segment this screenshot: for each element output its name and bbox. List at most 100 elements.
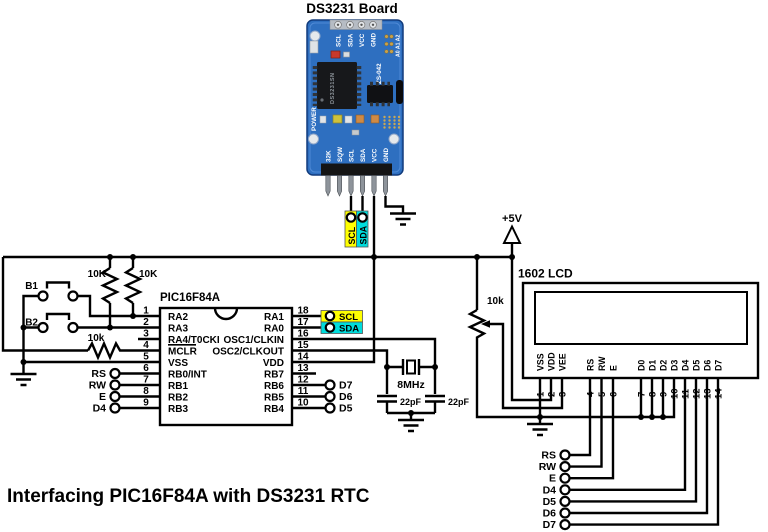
supply-arrow	[502, 224, 522, 244]
ground-symbol	[9, 372, 38, 387]
lcd-pin-number: 14	[714, 388, 725, 399]
pic-pin-number: 13	[297, 363, 309, 374]
small-component	[319, 115, 327, 124]
pic-pin-number: 6	[143, 363, 149, 374]
lcd-1602: 1602 LCD VSS VDD VEE RS RW E D0 D1 D2 D3…	[518, 267, 760, 399]
lcd-pin-number: 5	[597, 391, 608, 397]
small-component	[309, 40, 319, 54]
lcd-pin-number: 12	[692, 388, 703, 399]
signal-label: D7	[543, 519, 557, 531]
signal-label: D6	[543, 508, 557, 520]
eeprom-chip	[367, 85, 393, 103]
pot-wiper-arrowhead	[481, 320, 490, 328]
signal-terminal	[559, 461, 571, 473]
top-pad-holes	[336, 23, 375, 26]
pic-pin-name: RA1	[264, 312, 284, 323]
sda-tag-box	[356, 210, 369, 248]
top-pads	[334, 21, 377, 29]
pic-pin-number: 14	[297, 352, 309, 363]
lcd-pin-number: 13	[703, 388, 714, 399]
scl-tag-label: SCL	[347, 226, 357, 244]
signal-label: RW	[89, 380, 106, 392]
lcd-display-area	[534, 291, 748, 345]
pic-pin-number: 5	[143, 352, 149, 363]
pic-pin-number: 15	[297, 340, 309, 351]
ds3231-board-label: DS3231 Board	[306, 1, 398, 16]
signal-terminal	[559, 472, 571, 484]
resistor-r3-label: 10k	[88, 333, 105, 344]
board-top-pin-label: SDA	[347, 33, 354, 47]
sda-terminal	[324, 322, 336, 333]
addr-silk-label: A0 A1 A2	[396, 34, 402, 57]
plus5v-label: +5V	[502, 213, 523, 225]
lcd-pin-name: VEE	[558, 353, 568, 371]
pic-body	[158, 306, 294, 427]
signal-label: D4	[93, 403, 107, 415]
pic-pin-name: RB6	[264, 381, 284, 392]
small-resistor	[343, 51, 350, 58]
orange-cap	[370, 114, 380, 124]
lcd-pin-name: D1	[648, 360, 658, 371]
resistor-r1-label: 10K	[88, 269, 107, 280]
signal-label: E	[549, 473, 556, 485]
signal-terminal	[559, 484, 571, 496]
signal-terminal	[324, 379, 336, 391]
signal-terminal	[559, 449, 571, 461]
lcd-pin-name: D6	[703, 360, 713, 371]
board-bottom-pin-label: SCL	[348, 149, 355, 162]
cap2-label: 22pF	[448, 397, 470, 407]
pic16f84a: PIC16F84A 1 2 3 4 5 6 7 8 9 RA2 RA3 RA4/…	[143, 292, 309, 427]
signal-terminal	[109, 390, 121, 403]
pic-left-connectors: RS RW E D4	[89, 367, 121, 415]
sda-terminal	[357, 212, 368, 223]
board-top-pin-label: SCL	[335, 34, 342, 47]
plus5v-supply: +5V	[502, 213, 523, 244]
button-terminal	[67, 290, 79, 302]
board-bottom-pin-label: 32K	[325, 150, 332, 162]
red-led	[330, 50, 341, 59]
signal-terminal	[109, 379, 121, 391]
ground-symbol	[388, 212, 418, 226]
button-terminal	[37, 321, 49, 334]
pic-pin-number: 2	[143, 317, 149, 328]
board-top-pin-label: GND	[370, 33, 377, 47]
ground-symbol	[396, 418, 426, 433]
lcd-pin-number: 6	[609, 392, 620, 397]
board-bottom-pin-label: SQW	[337, 147, 344, 162]
pic-pin-name: VSS	[168, 358, 188, 369]
signal-label: RS	[541, 450, 556, 462]
orange-cap	[355, 114, 365, 124]
pic-pin-name: RB2	[168, 392, 188, 403]
pic-pin-name: RB4	[264, 404, 284, 415]
pic-pin-name: OSC2/CLKOUT	[212, 346, 284, 357]
pic-name-label: PIC16F84A	[160, 292, 220, 304]
pic-pin-name: RB5	[264, 392, 284, 403]
lcd-pin-number: 7	[637, 392, 648, 397]
pic-pin-name: RB3	[168, 404, 188, 415]
sda-tag-label: SDA	[358, 225, 368, 244]
signal-label: RS	[91, 368, 106, 380]
signal-label: D4	[543, 484, 557, 496]
signal-terminal	[324, 390, 336, 403]
board-bottom-pin-label: GND	[383, 148, 390, 162]
lcd-pin-name: D5	[692, 360, 702, 371]
pic-pin-name: RB7	[264, 369, 284, 380]
crystal-label: 8MHz	[397, 379, 424, 391]
pic-pin-number: 16	[297, 329, 309, 340]
lcd-bottom-connectors: RS RW E D4 D5 D6 D7	[539, 449, 571, 531]
pic-pin-name: RA4/T0CKI	[168, 335, 220, 346]
lcd-pin-name: VDD	[547, 352, 557, 371]
lcd-pin-name: RW	[597, 356, 607, 371]
board-top-pin-label: VCC	[359, 33, 366, 47]
page-title: Interfacing PIC16F84A with DS3231 RTC	[7, 486, 370, 507]
resistor-zigzags	[86, 266, 487, 361]
lcd-pin-name: D2	[659, 360, 669, 371]
pic-pin-number: 12	[297, 375, 309, 386]
junction-dots	[20, 254, 666, 420]
button-terminal	[37, 290, 49, 302]
lcd-pin-name: D0	[637, 360, 647, 371]
lcd-pin-name: D4	[681, 360, 691, 371]
scl-terminal	[324, 310, 336, 322]
mount-hole	[308, 133, 319, 145]
signal-terminal	[324, 402, 336, 414]
